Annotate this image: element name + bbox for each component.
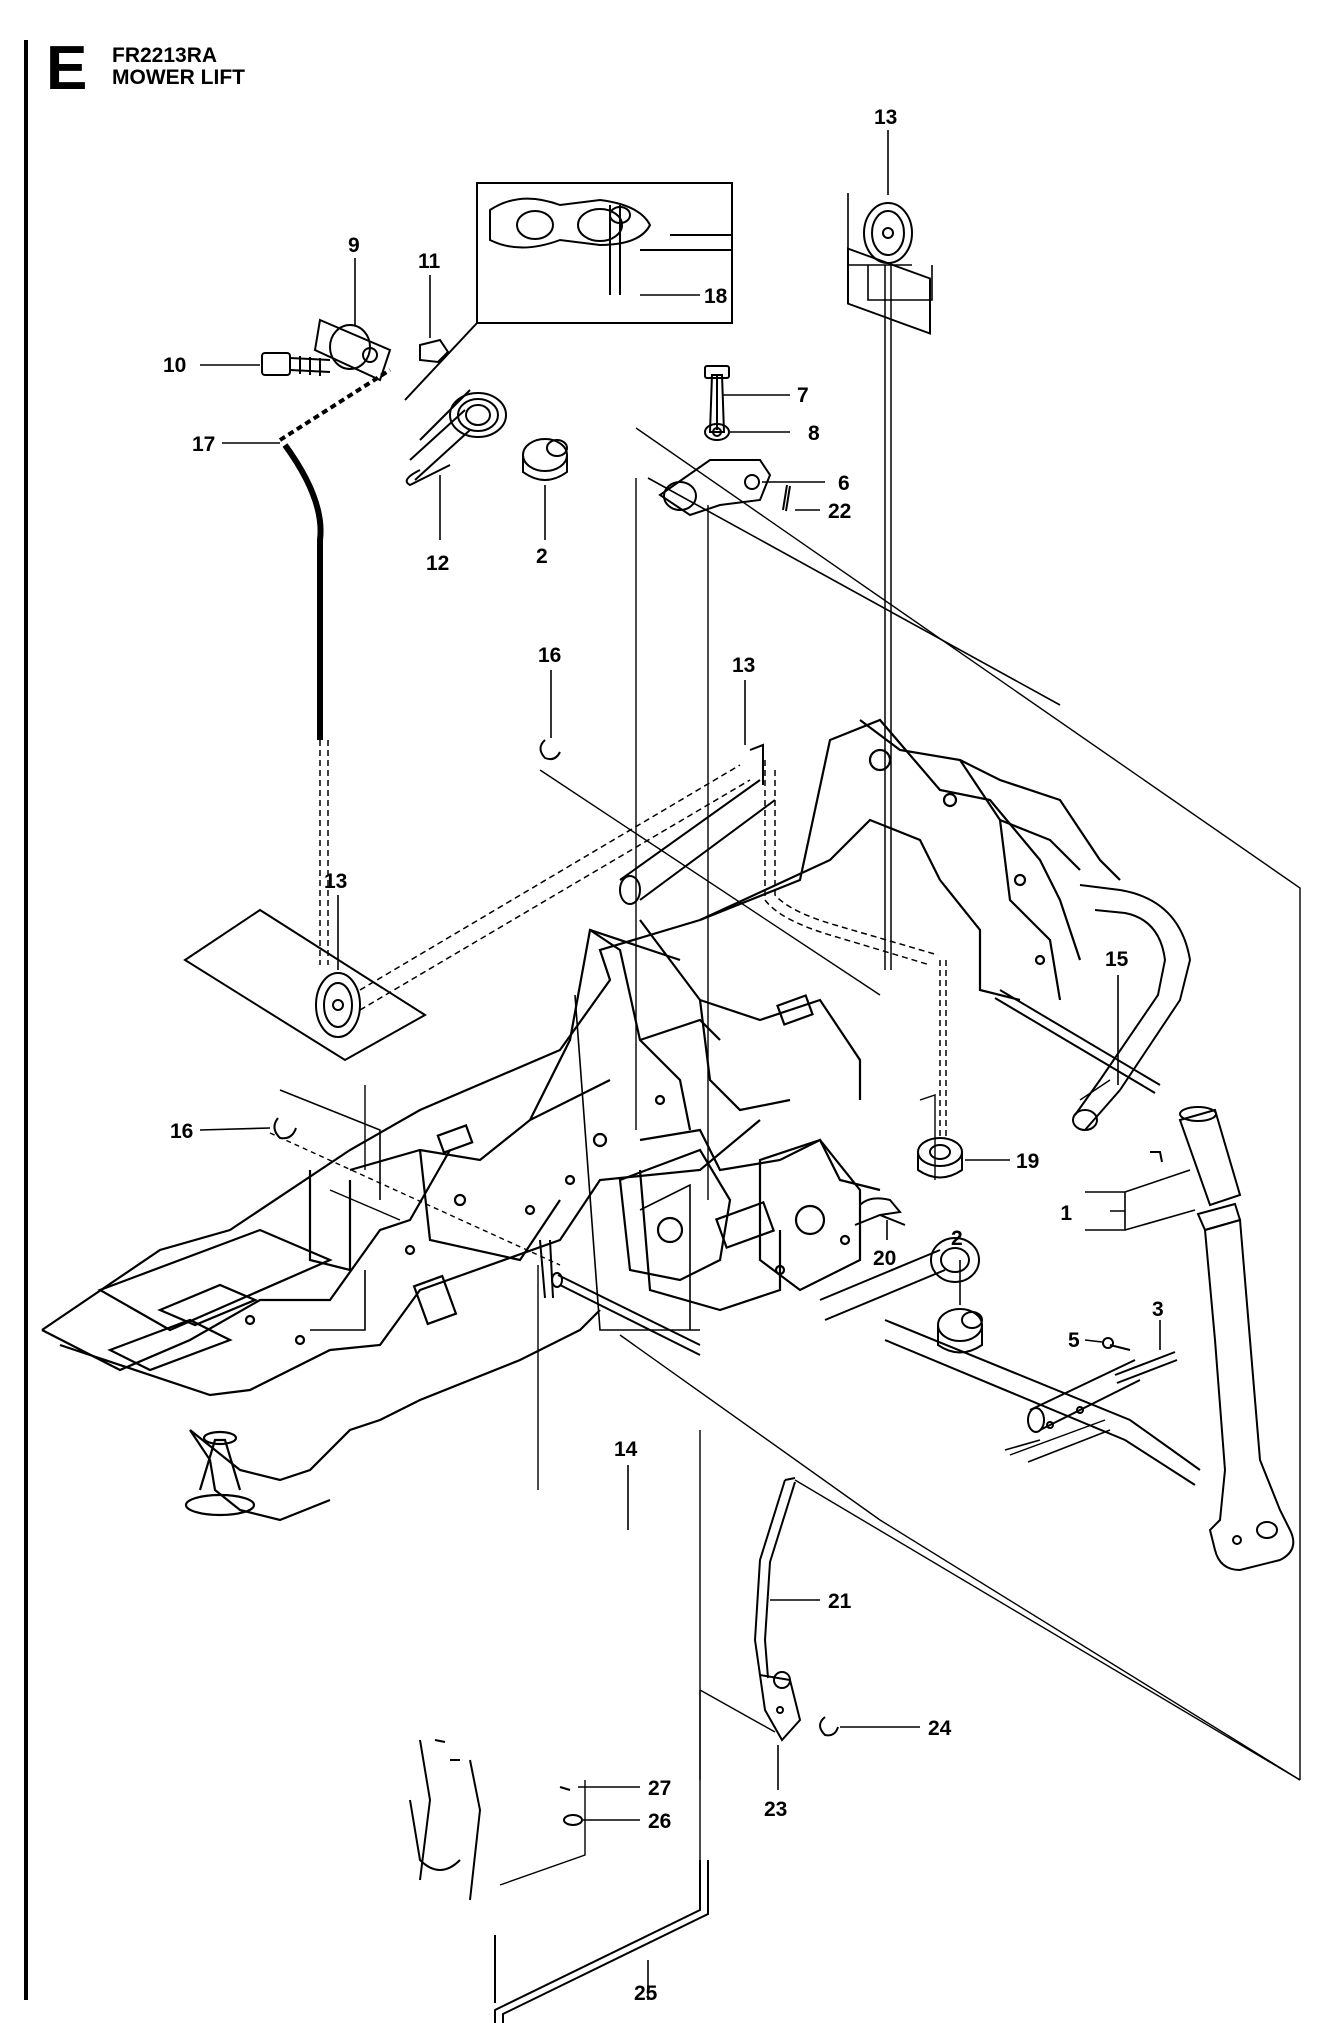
leader-lines: [199, 130, 1301, 2000]
bushing-lower: [937, 1308, 983, 1354]
callout-19: 19: [1016, 1150, 1039, 1173]
callout-16-top: 16: [538, 644, 561, 667]
callout-14: 14: [614, 1438, 638, 1461]
callout-13-top: 13: [874, 106, 897, 129]
callout-22: 22: [828, 500, 851, 523]
callout-5: 5: [1068, 1329, 1080, 1352]
tube-assemblies: [619, 779, 1201, 1486]
callout-2-lower: 2: [951, 1227, 963, 1250]
callout-13-lower: 13: [324, 870, 347, 893]
callout-17: 17: [192, 433, 215, 456]
left-border-rule: [24, 40, 28, 2000]
section-letter: E: [46, 34, 88, 103]
pin-and-screw: [1102, 1337, 1178, 1384]
callout-6: 6: [838, 472, 850, 495]
callout-27: 27: [648, 1777, 671, 1800]
callout-23: 23: [764, 1798, 787, 1821]
callout-1: 1: [1060, 1202, 1072, 1225]
callout-10: 10: [163, 354, 186, 377]
diagram-title: MOWER LIFT: [112, 66, 245, 89]
callout-11: 11: [418, 250, 441, 273]
callout-labels: 1 2 2 3 5 6 7 8 9 10 11 12 13 13 13 14 1…: [163, 106, 1164, 2005]
pin-14: [539, 1239, 701, 1356]
callout-21: 21: [828, 1590, 852, 1613]
callout-26: 26: [648, 1810, 671, 1833]
pulley-lower: [183, 743, 947, 1140]
callout-2-upper: 2: [536, 545, 548, 568]
callout-3: 3: [1152, 1298, 1164, 1321]
callout-9: 9: [348, 234, 360, 257]
callout-15: 15: [1105, 948, 1129, 971]
callout-12: 12: [426, 552, 449, 575]
callout-18: 18: [704, 285, 728, 308]
callout-8: 8: [808, 422, 820, 445]
retaining-clips: [273, 739, 561, 1140]
pin-15: [994, 989, 1161, 1094]
pulley-top: [847, 202, 931, 970]
collar: [917, 1137, 963, 1179]
callout-25: 25: [634, 1982, 658, 2005]
bushing-upper: [522, 438, 568, 481]
clevis-assembly: [658, 365, 791, 517]
chassis-frame: [41, 718, 1121, 1522]
lift-handle: [1150, 1106, 1295, 1572]
bolt-and-bracket: [261, 318, 450, 382]
spring: [405, 389, 507, 487]
hairpin: [854, 1197, 906, 1226]
model-number: FR2213RA: [112, 44, 218, 67]
lift-cable: [278, 368, 392, 965]
linkage-rod: [753, 1477, 839, 1742]
callout-7: 7: [797, 384, 809, 407]
callout-24: 24: [928, 1717, 952, 1740]
callout-16-bottom: 16: [170, 1120, 193, 1143]
callout-13-middle: 13: [732, 654, 755, 677]
detail-inset: [404, 182, 733, 401]
callout-20: 20: [873, 1247, 896, 1270]
